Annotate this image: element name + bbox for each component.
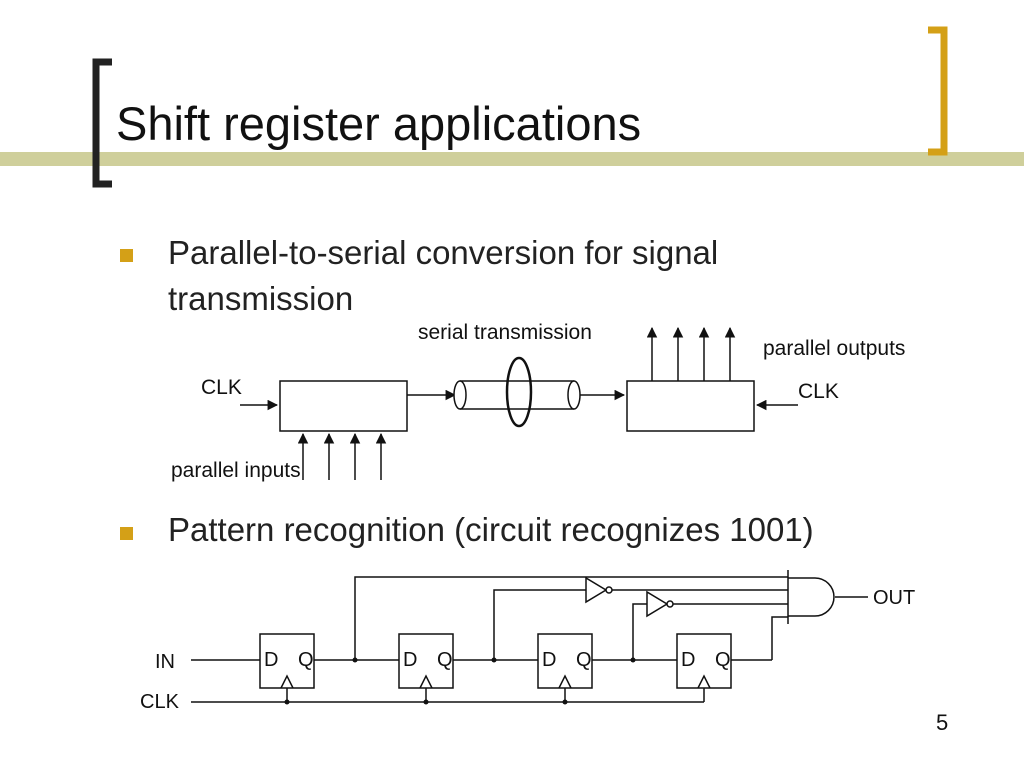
and-gate <box>787 570 835 624</box>
out-label: OUT <box>873 587 915 609</box>
right-bracket <box>928 26 948 156</box>
in-label: IN <box>155 651 175 673</box>
clock-wires <box>191 688 705 703</box>
clk-right-label: CLK <box>798 380 839 403</box>
left-bracket <box>92 58 112 188</box>
parallel-input-arrows <box>297 432 387 480</box>
ff4-d-label: D <box>681 649 695 671</box>
flip-flop-1 <box>259 633 315 689</box>
transmission-cable <box>453 356 581 428</box>
inverter-2 <box>646 590 674 618</box>
ff4-q-label: Q <box>715 649 731 671</box>
transmitter-register <box>279 380 408 432</box>
ff1-q-label: Q <box>298 649 314 671</box>
ff1-d-label: D <box>264 649 278 671</box>
parallel-output-arrows <box>646 326 736 381</box>
bullet-parallel-to-serial: Parallel-to-serial conversion for signal… <box>168 234 719 317</box>
junction-dots <box>284 657 636 705</box>
flip-flop-4 <box>676 633 732 689</box>
parallel-outputs-label: parallel outputs <box>763 337 905 360</box>
bullet-square-icon <box>120 249 133 262</box>
ff3-q-label: Q <box>576 649 592 671</box>
ff2-d-label: D <box>403 649 417 671</box>
flip-flop-2 <box>398 633 454 689</box>
receiver-register <box>626 380 755 432</box>
parallel-inputs-label: parallel inputs <box>171 459 301 482</box>
ff3-d-label: D <box>542 649 556 671</box>
serial-transmission-label: serial transmission <box>418 321 592 344</box>
ff2-q-label: Q <box>437 649 453 671</box>
flip-flop-3 <box>537 633 593 689</box>
clk-label: CLK <box>140 691 180 713</box>
tap-wires <box>354 576 788 660</box>
bullet-square-icon <box>120 527 133 540</box>
page-number: 5 <box>936 710 949 735</box>
clk-left-label: CLK <box>201 376 242 399</box>
slide-title: Shift register applications <box>116 97 642 150</box>
bullet-pattern-recognition: Pattern recognition (circuit recognizes … <box>168 511 814 548</box>
header-band <box>0 152 1024 166</box>
inverter-1 <box>585 576 613 604</box>
